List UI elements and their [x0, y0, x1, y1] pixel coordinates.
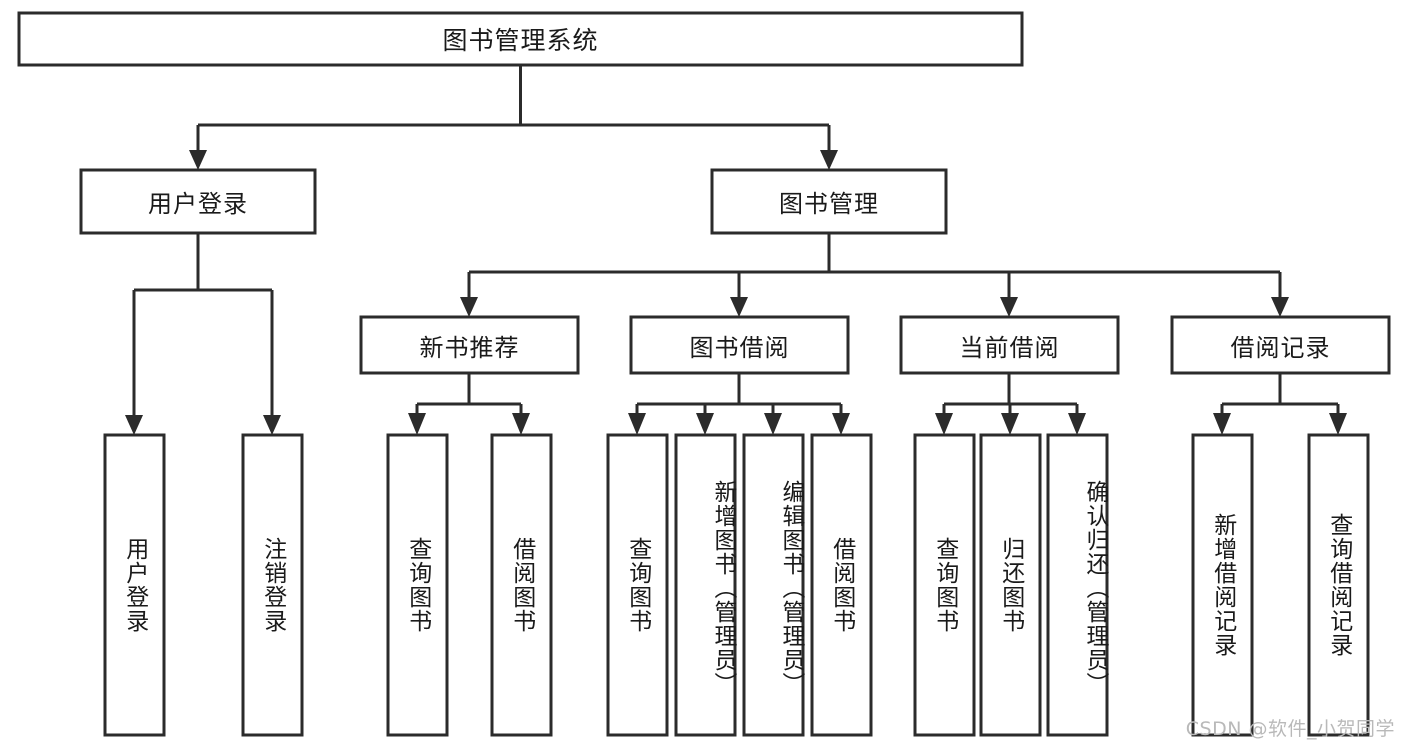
leaf-bb-add-box[interactable] — [674, 433, 737, 737]
leaf-nb-query-box[interactable] — [386, 433, 449, 737]
node-book-borrow-box[interactable] — [629, 315, 850, 375]
node-current-borrow-box[interactable] — [899, 315, 1120, 375]
leaf-cb-confirm-box[interactable] — [1046, 433, 1109, 737]
leaf-logout-box[interactable] — [241, 433, 304, 737]
arrowhead-book-borrow — [730, 297, 748, 317]
arrowhead-bb-add — [696, 413, 714, 435]
arrowhead-bb-borrow — [832, 413, 850, 435]
arrowhead-cb-confirm — [1068, 413, 1086, 435]
arrowhead-cb-query — [935, 413, 953, 435]
arrowhead-new-book — [460, 297, 478, 317]
arrowhead-bb-edit — [764, 413, 782, 435]
node-book-mgmt-box[interactable] — [710, 168, 948, 235]
arrowhead-current-borrow — [1000, 297, 1018, 317]
node-borrow-record-box[interactable] — [1170, 315, 1391, 375]
node-new-book-box[interactable] — [359, 315, 580, 375]
node-user-login-box[interactable] — [79, 168, 317, 235]
leaf-user-login-box[interactable] — [103, 433, 166, 737]
arrowhead-book-mgmt — [820, 150, 838, 170]
node-root-box[interactable] — [17, 11, 1024, 67]
arrowhead-leaf-logout — [263, 415, 281, 435]
arrowhead-user-login — [189, 150, 207, 170]
leaf-bb-borrow-box[interactable] — [810, 433, 873, 737]
leaf-cb-return-box[interactable] — [979, 433, 1042, 737]
leaf-cb-query-box[interactable] — [913, 433, 976, 737]
arrowhead-bb-query — [628, 413, 646, 435]
leaf-br-add-box[interactable] — [1191, 433, 1254, 737]
connector-group — [125, 65, 1347, 435]
arrowhead-br-query — [1329, 413, 1347, 435]
arrowhead-nb-query — [408, 413, 426, 435]
leaf-br-query-box[interactable] — [1307, 433, 1370, 737]
arrowhead-leaf-user-login — [125, 415, 143, 435]
leaf-bb-edit-box[interactable] — [742, 433, 805, 737]
arrowhead-nb-borrow — [512, 413, 530, 435]
arrowhead-br-add — [1213, 413, 1231, 435]
leaf-nb-borrow-box[interactable] — [490, 433, 553, 737]
arrowhead-borrow-record — [1271, 297, 1289, 317]
arrowhead-cb-return — [1001, 413, 1019, 435]
node-box-group — [17, 11, 1391, 737]
leaf-bb-query-box[interactable] — [606, 433, 669, 737]
